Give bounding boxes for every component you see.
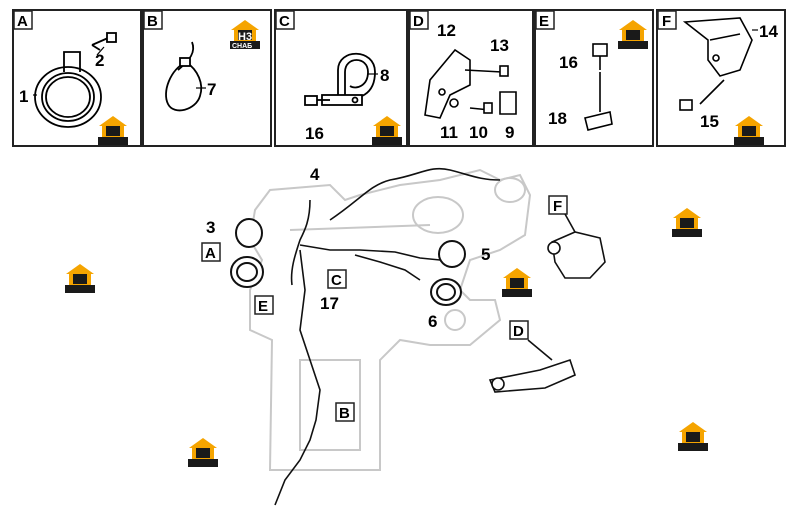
part-number-1: 1 [19, 87, 28, 106]
panel-e-bolt-drawing [584, 43, 613, 131]
part-number-9: 9 [505, 123, 514, 142]
part-number-7: 7 [207, 80, 216, 99]
horn-left-main [230, 218, 264, 288]
panel-letter-e: E [539, 13, 549, 30]
part-number-15: 15 [700, 112, 719, 131]
part-number-10: 10 [469, 123, 488, 142]
part-number-3: 3 [206, 218, 215, 237]
logo-text: CHAБ [232, 43, 252, 50]
panel-letter-b: B [147, 13, 158, 30]
part-number-16-e: 16 [559, 53, 578, 72]
panel-d-bracket-drawing [424, 48, 517, 119]
detail-f-component-main [547, 213, 606, 279]
logo-mark: H3 [238, 31, 252, 43]
part-number-14: 14 [759, 22, 778, 41]
horn-right-main [430, 240, 466, 306]
main-letter-callouts [201, 195, 568, 422]
panel-letter-a: A [17, 13, 28, 30]
part-number-12: 12 [437, 21, 456, 40]
part-number-8: 8 [380, 66, 389, 85]
watermark-logos [65, 20, 764, 467]
wire-harness [274, 167, 501, 506]
callout-letter-f: F [553, 198, 562, 215]
detail-d-component-main [488, 339, 576, 393]
callout-letter-e: E [258, 298, 268, 315]
callout-letter-a: A [205, 245, 216, 262]
machine-frame-ghost [248, 168, 532, 471]
part-number-17: 17 [320, 294, 339, 313]
panel-f-bracket-drawing [679, 17, 753, 111]
panel-a-leaders [33, 46, 105, 96]
panel-b-cable-tie-drawing [165, 41, 203, 112]
part-number-5: 5 [481, 245, 490, 264]
part-number-11: 11 [440, 123, 458, 142]
panel-c-clamp-drawing [304, 52, 376, 106]
part-number-16: 16 [305, 124, 324, 143]
part-number-4: 4 [310, 165, 320, 184]
part-number-2: 2 [95, 51, 104, 70]
panel-letter-f: F [662, 13, 671, 30]
callout-letter-b: B [339, 405, 350, 422]
callout-letter-d: D [513, 323, 524, 340]
callout-letter-c: C [331, 272, 342, 289]
part-number-18: 18 [548, 109, 567, 128]
panel-letter-c: C [279, 13, 290, 30]
detail-panels [12, 9, 786, 147]
part-number-6: 6 [428, 312, 437, 331]
panel-a-horn-drawing [34, 32, 117, 128]
panel-letter-d: D [413, 13, 424, 30]
panel-letter-tags: A B C D E F [13, 10, 677, 30]
part-number-13: 13 [490, 36, 509, 55]
